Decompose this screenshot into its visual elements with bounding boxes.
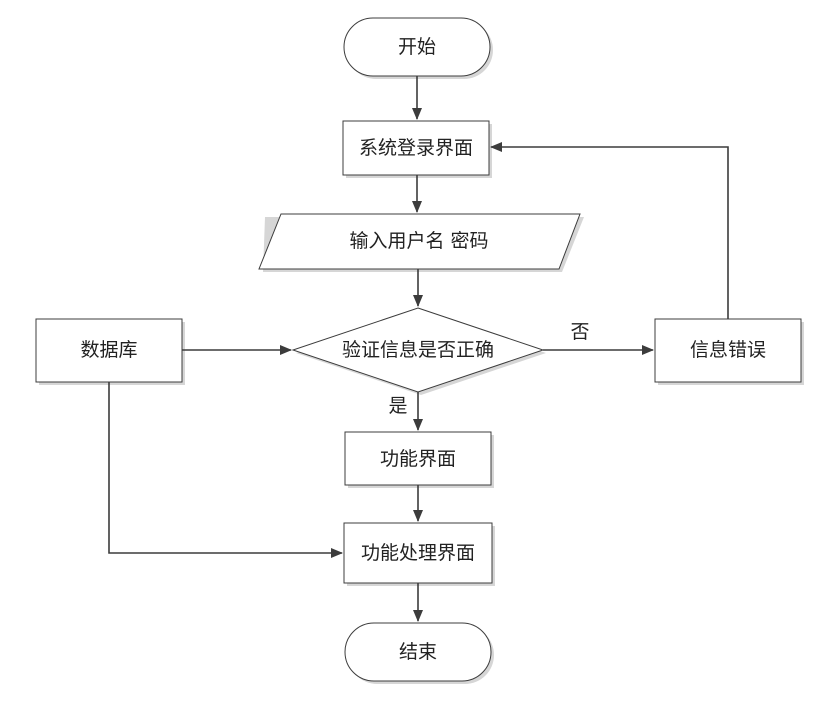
- error-node: [654, 318, 802, 383]
- function-label: 功能界面: [380, 448, 456, 470]
- database-node: [35, 318, 183, 383]
- process-label: 功能处理界面: [361, 542, 475, 564]
- input-label: 输入用户名 密码: [349, 230, 488, 252]
- start-label: 开始: [398, 36, 436, 58]
- input-node: [258, 213, 581, 270]
- verify-label: 验证信息是否正确: [342, 339, 494, 361]
- error-label: 信息错误: [690, 339, 766, 361]
- login-label: 系统登录界面: [359, 137, 473, 159]
- login-node: [342, 120, 490, 176]
- database-label: 数据库: [80, 339, 137, 361]
- end-label: 结束: [399, 641, 437, 663]
- edge-label-yes: 是: [388, 395, 407, 417]
- function-node: [344, 431, 492, 486]
- edge-error-login: [490, 142, 729, 319]
- end-node: [344, 622, 492, 682]
- edge-database-process: [108, 382, 343, 558]
- edge-label-no: 否: [570, 321, 589, 343]
- process-node: [343, 522, 493, 584]
